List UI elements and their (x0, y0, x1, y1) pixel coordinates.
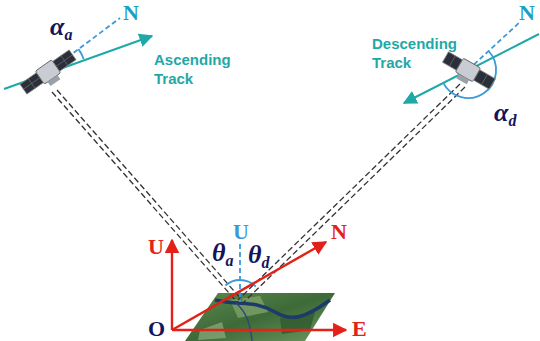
incidence-angle-label: θa (212, 240, 234, 266)
satellite-icon (19, 48, 80, 100)
north-reference-line (468, 22, 520, 70)
incidence-angle-label: θd (248, 242, 270, 268)
axis-label: N (331, 221, 347, 243)
axis-label: E (352, 318, 367, 340)
heading-angle-arc (443, 51, 496, 98)
heading-angle-arc (79, 49, 84, 59)
satellite-icon (439, 50, 496, 95)
heading-angle-label: αd (494, 100, 516, 126)
ground-image (185, 293, 335, 341)
north-label: N (123, 2, 139, 24)
north-label: N (519, 2, 535, 24)
track-label: Descending Track (372, 34, 472, 72)
heading-angle-label: αa (50, 14, 72, 40)
incidence-angle-arc (225, 280, 240, 286)
line-of-sight (52, 84, 465, 303)
coordinate-axes (172, 240, 346, 330)
origin-label: O (148, 318, 165, 340)
track-label: Ascending Track (154, 50, 246, 88)
vertical-reference-line (239, 244, 241, 302)
axis-label: U (148, 236, 164, 258)
vertical-label: U (233, 221, 249, 243)
